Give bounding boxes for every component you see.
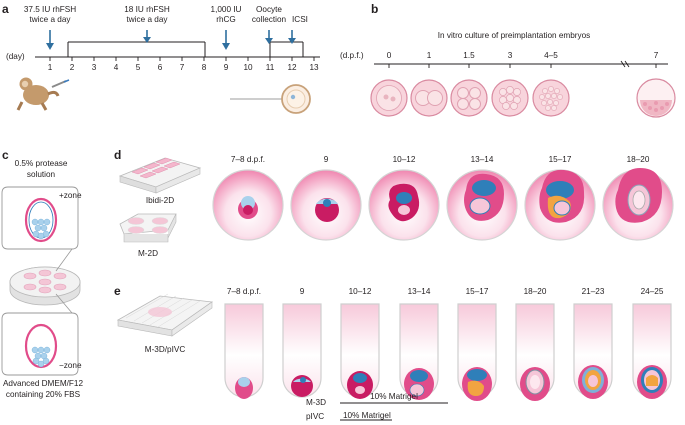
dpf-tick: 4–5: [544, 51, 558, 60]
annotation-2-line1: 18 IU rhFSH: [124, 5, 170, 14]
dpf-tick: 1: [426, 51, 432, 60]
panel-label-b: b: [371, 2, 379, 16]
panel-d-dishes: [212, 168, 674, 241]
day-tick: 10: [243, 63, 253, 72]
day-tick: 12: [287, 63, 297, 72]
day-tick: 11: [265, 63, 275, 72]
day-tick: 5: [135, 63, 141, 72]
day-tick: 9: [223, 63, 229, 72]
day-tick: 8: [201, 63, 207, 72]
tube-timepoint: 21–23: [581, 287, 605, 296]
day-tick: 4: [113, 63, 119, 72]
dish-timepoint: 18–20: [626, 155, 650, 164]
annotation-1-line1: 37.5 IU rhFSH: [23, 5, 77, 14]
minus-zone-label: −zone: [59, 361, 82, 370]
icsi-oocyte: [230, 84, 311, 114]
dish-timepoint: 7–8 d.p.f.: [230, 155, 266, 164]
panel-label-e: e: [114, 284, 121, 298]
tube-timepoint: 24–25: [640, 287, 664, 296]
timeline-a: [35, 30, 320, 61]
plate-label-m-2d: M-2D: [137, 249, 159, 258]
m3d-condition: 10% Matrigel: [370, 392, 418, 401]
tube-timepoint: 13–14: [407, 287, 431, 296]
day-tick: 2: [69, 63, 75, 72]
protease-label-line1: 0.5% protease: [14, 159, 68, 168]
panel-e-tubes: [224, 303, 672, 421]
panel-b-title: In vitro culture of preimplantation embr…: [437, 31, 591, 40]
tube-timepoint: 15–17: [465, 287, 489, 296]
day-unit-label: (day): [6, 52, 25, 61]
pivc-condition: 10% Matrigel: [343, 411, 391, 420]
tube-timepoint: 10–12: [348, 287, 372, 296]
m3d-label: M-3D: [306, 398, 327, 407]
dish-timepoint: 9: [323, 155, 329, 164]
annotation-5-line1: ICSI: [292, 15, 308, 24]
preimplantation-embryos: [370, 78, 676, 118]
day-tick: 13: [309, 63, 319, 72]
plate-label-m-3d-pivc: M-3D/pIVC: [144, 345, 186, 354]
tube-timepoint: 7–8 d.p.f.: [226, 287, 262, 296]
panel-c-graphics: [1, 186, 81, 376]
panel-label-c: c: [2, 148, 9, 162]
annotation-4-line2: collection: [251, 15, 287, 24]
dpf-tick: 0: [386, 51, 392, 60]
day-tick: 1: [47, 63, 53, 72]
medium-label-line1: Advanced DMEM/F12: [2, 379, 84, 388]
day-tick: 7: [179, 63, 185, 72]
annotation-3-line2: rhCG: [216, 15, 236, 24]
protease-label-line2: solution: [26, 170, 56, 179]
dpf-tick: 7: [653, 51, 659, 60]
dpf-unit-label: (d.p.f.): [340, 51, 364, 60]
monkey-illustration: [16, 77, 70, 111]
day-tick: 6: [157, 63, 163, 72]
day-tick: 3: [91, 63, 97, 72]
pivc-label: pIVC: [306, 412, 325, 421]
panel-d-plates: [118, 157, 202, 243]
medium-label-line2: containing 20% FBS: [5, 390, 81, 399]
panel-e-plate: [116, 293, 214, 337]
dish-timepoint: 15–17: [548, 155, 572, 164]
tube-timepoint: 18–20: [523, 287, 547, 296]
dish-timepoint: 13–14: [470, 155, 494, 164]
dpf-tick: 3: [507, 51, 513, 60]
annotation-3-line1: 1,000 IU: [210, 5, 242, 14]
panel-label-a: a: [2, 2, 9, 16]
plate-label-ibidi-2d: Ibidi-2D: [145, 196, 175, 205]
dish-timepoint: 10–12: [392, 155, 416, 164]
annotation-2-line2: twice a day: [126, 15, 168, 24]
dpf-tick: 1.5: [463, 51, 475, 60]
timeline-b: [374, 60, 668, 68]
annotation-1-line2: twice a day: [29, 15, 71, 24]
annotation-4-line1: Oocyte: [256, 5, 282, 14]
plus-zone-label: +zone: [59, 191, 82, 200]
tube-timepoint: 9: [299, 287, 305, 296]
panel-label-d: d: [114, 148, 122, 162]
